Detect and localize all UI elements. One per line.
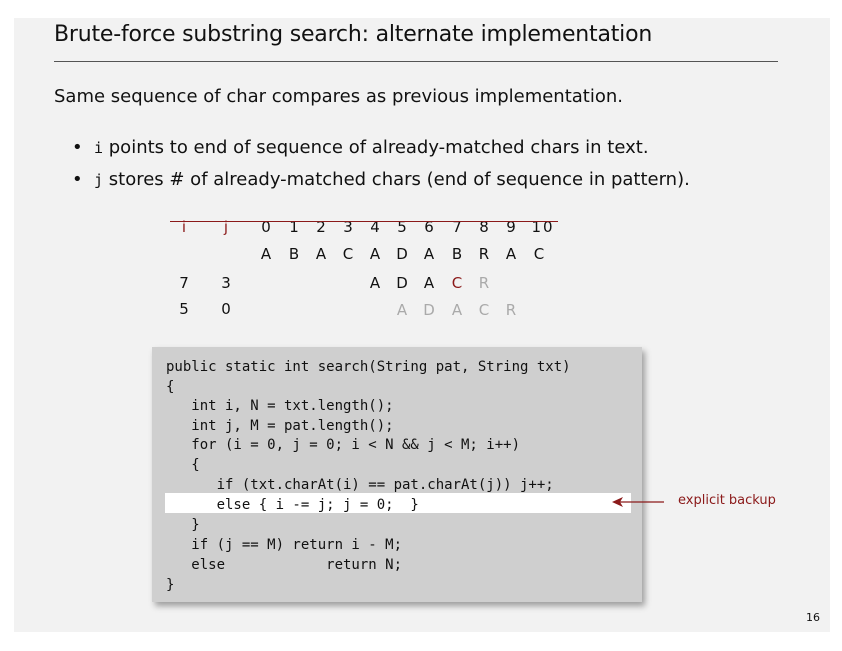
code-line: if (txt.charAt(i) == pat.charAt(j)) j++;: [166, 477, 554, 493]
index-cell: 0: [261, 218, 271, 236]
explicit-backup-label: explicit backup: [678, 493, 776, 508]
row2-i: 5: [179, 300, 189, 318]
code-line: {: [166, 379, 175, 395]
code-line: for (i = 0, j = 0; i < N && j < M; i++): [166, 437, 521, 453]
table-header-rule: [170, 221, 558, 222]
row2-j: 0: [221, 300, 231, 318]
arrow-left-icon: [612, 497, 664, 507]
highlighted-line: [165, 493, 631, 513]
row1-char-faded: R: [478, 274, 490, 292]
index-cell: 5: [397, 218, 407, 236]
page-number: 16: [806, 611, 820, 624]
text-char: A: [505, 245, 517, 263]
row1-i: 7: [179, 274, 189, 292]
row1-char: D: [396, 274, 408, 292]
text-char: C: [342, 245, 354, 263]
row2-char-faded: C: [478, 301, 490, 319]
code-line-backup: else { i -= j; j = 0; }: [166, 497, 419, 513]
row1-mismatch-char: C: [451, 274, 463, 292]
text-char: A: [260, 245, 272, 263]
code-line: if (j == M) return i - M;: [166, 537, 403, 553]
header-j: j: [223, 218, 229, 236]
index-cell: 3: [343, 218, 353, 236]
text-char: R: [478, 245, 490, 263]
bullet-dot: •: [72, 169, 83, 190]
code-line: }: [166, 517, 200, 533]
text-char: A: [315, 245, 327, 263]
bullet-text: points to end of sequence of already-mat…: [103, 137, 649, 158]
bullet-code: j: [94, 171, 104, 189]
bullet-j: • j stores # of already-matched chars (en…: [72, 169, 690, 190]
index-cell: 9: [506, 218, 516, 236]
code-line: public static int search(String pat, Str…: [166, 359, 571, 375]
row1-char: A: [369, 274, 381, 292]
header-i: i: [181, 218, 187, 236]
index-cell: 4: [370, 218, 380, 236]
text-char: B: [288, 245, 300, 263]
slide-title: Brute-force substring search: alternate …: [54, 22, 653, 47]
row2-char-faded: A: [396, 301, 408, 319]
text-char: D: [396, 245, 408, 263]
index-cell: 6: [424, 218, 434, 236]
bullet-dot: •: [72, 137, 83, 158]
code-line: }: [166, 577, 175, 593]
bullet-text: stores # of already-matched chars (end o…: [103, 169, 690, 190]
text-char: A: [369, 245, 381, 263]
bullet-i: • i points to end of sequence of already-…: [72, 137, 649, 158]
code-line: else return N;: [166, 557, 403, 573]
row1-char: A: [423, 274, 435, 292]
code-line: int i, N = txt.length();: [166, 398, 394, 414]
code-line: {: [166, 457, 200, 473]
index-cell: 2: [316, 218, 326, 236]
code-line: int j, M = pat.length();: [166, 418, 394, 434]
index-cell: 1: [289, 218, 299, 236]
index-cell: 10: [531, 218, 555, 236]
bullet-code: i: [94, 139, 104, 157]
text-char: A: [423, 245, 435, 263]
index-cell: 7: [452, 218, 462, 236]
text-char: B: [451, 245, 463, 263]
row2-char-faded: R: [505, 301, 517, 319]
title-rule: [54, 61, 778, 62]
text-char: C: [533, 245, 545, 263]
index-cell: 8: [479, 218, 489, 236]
row2-char-faded: A: [451, 301, 463, 319]
code-box: [152, 347, 642, 602]
row1-j: 3: [221, 274, 231, 292]
row2-char-faded: D: [423, 301, 435, 319]
intro-text: Same sequence of char compares as previo…: [54, 86, 624, 107]
